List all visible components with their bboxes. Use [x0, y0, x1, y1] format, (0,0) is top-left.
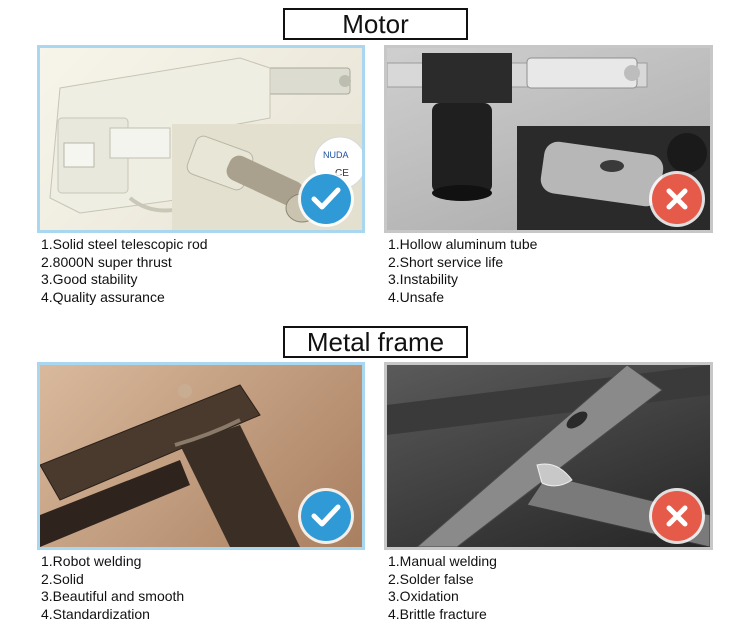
list-item: 3.Beautiful and smooth	[41, 588, 185, 605]
ce-mark-text: CE	[335, 168, 349, 179]
motor-good-illustration: NUDA CE	[49, 57, 362, 230]
motor-bad-photo	[384, 45, 713, 233]
motor-good-features: 1.Solid steel telescopic rod 2.8000N sup…	[41, 236, 208, 307]
list-item: 2.Short service life	[388, 253, 504, 270]
list-item: 4.Quality assurance	[41, 289, 165, 306]
frame-good-illustration	[40, 384, 300, 547]
frame-bad-illustration	[387, 365, 710, 547]
list-item: 2.Solder false	[388, 570, 474, 587]
list-item: 3.Oxidation	[388, 588, 459, 605]
list-item: 3.Instability	[388, 271, 459, 288]
list-item: 1.Solid steel telescopic rod	[41, 236, 208, 252]
list-item: 1.Manual welding	[388, 553, 497, 569]
cross-icon	[652, 491, 702, 541]
list-item: 3.Good stability	[41, 271, 138, 288]
frame-bad-features: 1.Manual welding 2.Solder false 3.Oxidat…	[388, 553, 497, 624]
list-item: 4.Standardization	[41, 606, 150, 623]
list-item: 2.8000N super thrust	[41, 253, 172, 270]
brand-label-text: NUDA	[323, 150, 349, 160]
list-item: 1.Hollow aluminum tube	[388, 236, 538, 252]
check-icon	[301, 491, 351, 541]
check-icon	[301, 174, 351, 224]
section-title-motor: Motor	[283, 8, 468, 40]
frame-bad-photo	[384, 362, 713, 550]
motor-bad-features: 1.Hollow aluminum tube 2.Short service l…	[388, 236, 537, 307]
list-item: 4.Brittle fracture	[388, 606, 487, 623]
motor-good-photo: NUDA CE	[37, 45, 365, 233]
cross-icon	[652, 174, 702, 224]
section-title-metal-frame: Metal frame	[283, 326, 468, 358]
list-item: 1.Robot welding	[41, 553, 142, 569]
frame-good-photo	[37, 362, 365, 550]
list-item: 2.Solid	[41, 570, 84, 587]
frame-good-features: 1.Robot welding 2.Solid 3.Beautiful and …	[41, 553, 184, 624]
list-item: 4.Unsafe	[388, 289, 445, 306]
